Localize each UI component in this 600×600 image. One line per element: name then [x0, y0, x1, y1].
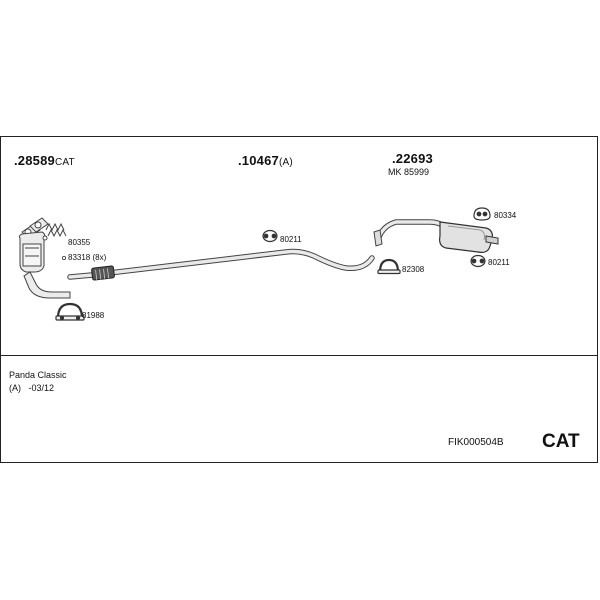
label-80334: 80334: [494, 211, 517, 220]
label-83318: 83318 (8x): [68, 253, 107, 262]
label-80211-rear: 80211: [488, 258, 510, 267]
catalytic-converter-drawing: [18, 217, 71, 299]
label-80355: 80355: [68, 238, 91, 247]
clamp-81988-icon: [55, 302, 85, 321]
part-number-rear: .22693: [392, 151, 433, 166]
middle-number: .10467: [238, 153, 279, 168]
label-81988: 81988: [82, 311, 105, 320]
rear-silencer-drawing: [373, 219, 499, 253]
rubber-mount-80211-rear-icon: [470, 254, 486, 268]
vehicle-model: Panda Classic: [9, 370, 67, 380]
middle-suffix: (A): [278, 157, 293, 168]
catalyst-suffix: CAT: [54, 157, 75, 168]
rubber-mount-80211-icon: [262, 229, 278, 243]
rubber-mount-80334-icon: [473, 207, 491, 221]
middle-pipe-drawing: [67, 248, 375, 281]
section-divider: [1, 355, 598, 356]
catalyst-number: .28589: [14, 153, 55, 168]
rear-sub-ref: MK 85999: [388, 167, 430, 177]
part-number-middle: .10467(A): [238, 154, 293, 168]
vehicle-range: (A) -03/12: [9, 383, 55, 393]
diagram-frame: [0, 136, 598, 463]
label-80211-middle: 80211: [280, 235, 302, 244]
cat-badge: CAT: [542, 431, 580, 452]
part-number-catalyst: .28589CAT: [14, 154, 75, 168]
kit-reference: FIK000504B: [448, 437, 504, 448]
label-82308: 82308: [402, 265, 425, 274]
bolt-icon: [62, 255, 67, 260]
clamp-82308-icon: [377, 258, 401, 275]
